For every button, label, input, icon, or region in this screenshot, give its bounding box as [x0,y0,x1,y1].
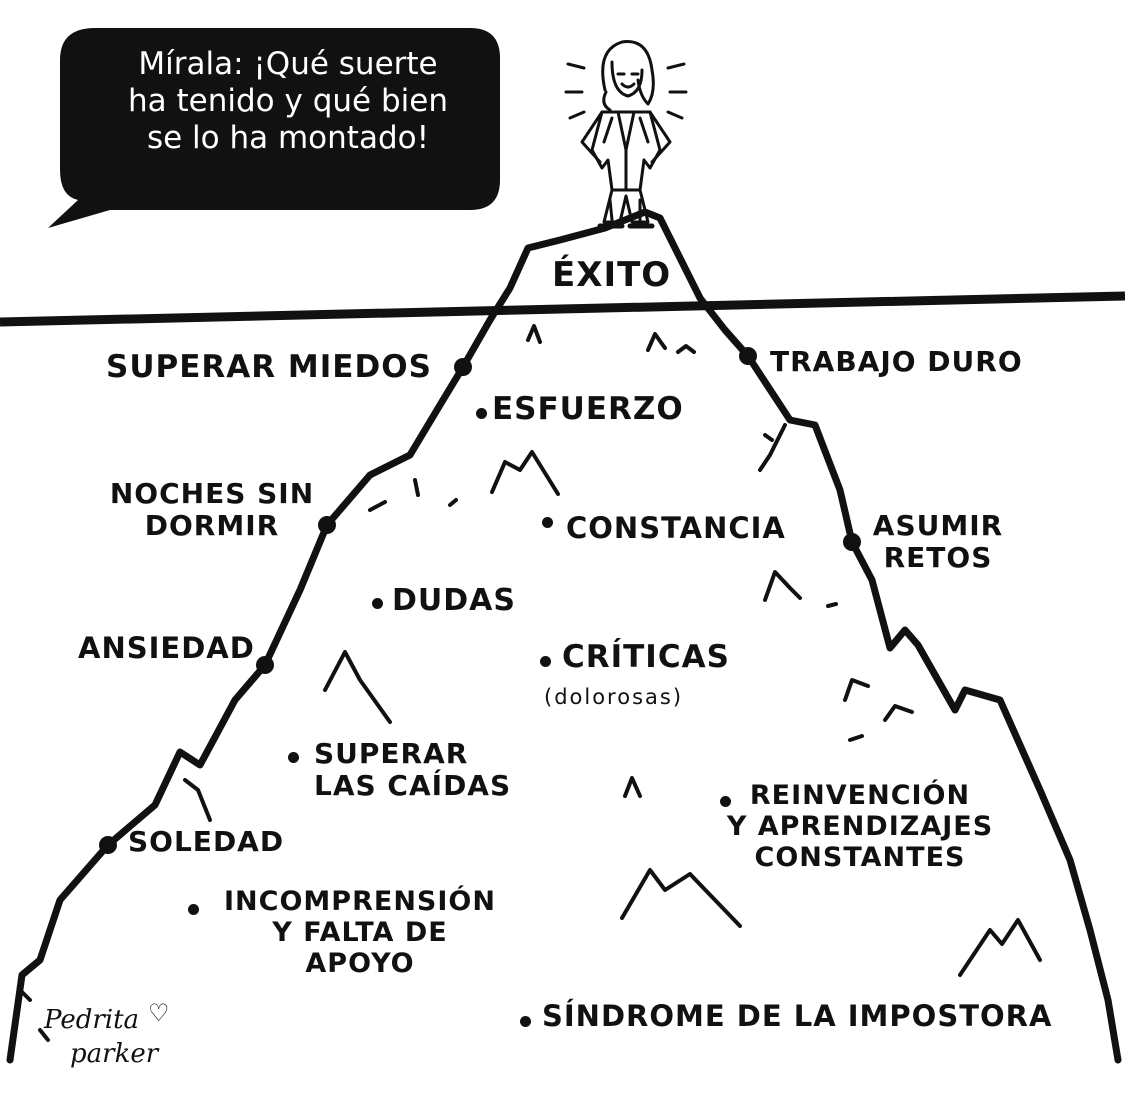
summit-label: ÉXITO [552,255,672,295]
horizon-line [0,291,1125,327]
signature-heart-icon: ♡ [148,999,170,1027]
label-sindrome-impostora: SÍNDROME DE LA IMPOSTORA [542,999,1053,1033]
bullet-dot [540,656,551,667]
woman-figure [564,40,688,229]
bullet-dot [188,904,199,915]
ridge-dots [99,347,861,854]
signature-line1: Pedrita [44,1005,140,1035]
speech-bubble-text: Mírala: ¡Qué suerte ha tenido y qué bien… [128,46,448,157]
label-constancia: CONSTANCIA [566,511,786,545]
label-reinvencion: REINVENCIÓN Y APRENDIZAJES CONSTANTES [726,780,994,874]
label-esfuerzo: ESFUERZO [492,391,684,427]
bullet-dot [372,598,383,609]
bullet-dot [288,752,299,763]
label-trabajo-duro: TRABAJO DURO [770,345,1023,378]
bullet-dot [720,796,731,807]
label-criticas: CRÍTICAS [562,639,730,675]
label-superar-las-caidas: SUPERAR LAS CAÍDAS [314,737,512,803]
label-dudas: DUDAS [392,583,516,618]
label-incomprension: INCOMPRENSIÓN Y FALTA DE APOYO [224,886,496,980]
mountain-outline-right [696,294,1122,1064]
label-criticas-note: (dolorosas) [544,685,684,709]
label-ansiedad: ANSIEDAD [78,631,255,665]
speech-bubble-shape [48,28,500,228]
label-soledad: SOLEDAD [128,825,285,858]
label-noches-sin-dormir: NOCHES SIN DORMIR [109,477,315,543]
bullet-dot [520,1016,531,1027]
label-asumir-retos: ASUMIR RETOS [872,509,1004,575]
label-superar-miedos: SUPERAR MIEDOS [106,349,432,385]
signature-line2: parker [70,1039,159,1069]
bullet-dot [476,408,487,419]
bullet-dot [542,517,553,528]
ridge-doodles [18,324,1042,1042]
